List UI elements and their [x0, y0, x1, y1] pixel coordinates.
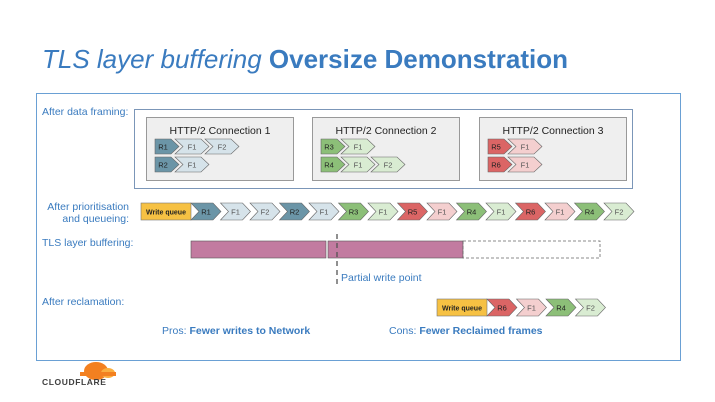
queue-write-queue-label: Write queue	[146, 210, 186, 217]
queue-frame-10-f1-label: F1	[497, 208, 506, 217]
connection-3-frame-f1-1-1-label: F1	[521, 161, 530, 170]
label-tls-buffering: TLS layer buffering:	[42, 237, 134, 249]
connection-1-frame-r2-1-0-label: R2	[158, 161, 168, 170]
connection-3-frame-r5-0-0	[487, 138, 513, 155]
tls-buffer-free-space	[462, 240, 601, 259]
label-after-framing: After data framing:	[42, 106, 129, 118]
cons-text: Cons: Fewer Reclaimed frames	[389, 325, 543, 337]
queue-frame-13-r4	[573, 202, 605, 221]
connection-1-frame-f1-1-1-label: F1	[188, 161, 197, 170]
connection-1-frame-f1-0-1-label: F1	[188, 143, 197, 152]
queue-frame-13-r4-label: R4	[585, 208, 595, 217]
connection-2-frame-r3-0-0	[320, 138, 346, 155]
diagram-frame	[36, 93, 681, 361]
reclaimed-write-queue-box	[436, 298, 488, 317]
reclaimed-frame-2-r4	[545, 298, 577, 317]
connection-title-2: HTTP/2 Connection 2	[335, 125, 437, 137]
connection-title-1: HTTP/2 Connection 1	[169, 125, 271, 137]
queue-frame-12-f1-label: F1	[556, 208, 565, 217]
queue-frame-3-r2-label: R2	[290, 208, 300, 217]
title-italic: TLS layer buffering	[42, 44, 262, 74]
queue-frame-14-f2	[603, 202, 635, 221]
connection-1-frame-f1-0-1	[174, 138, 210, 155]
queue-frame-4-f1-label: F1	[320, 208, 329, 217]
connection-2-frame-f1-0-1-label: F1	[354, 143, 363, 152]
connection-3-frame-f1-0-1-label: F1	[521, 143, 530, 152]
queue-frame-6-f1	[367, 202, 399, 221]
title-bold: Oversize Demonstration	[268, 44, 568, 74]
connection-3-frame-r5-0-0-label: R5	[491, 143, 501, 152]
queue-write-queue-box	[140, 202, 192, 221]
connection-1-frame-f2-0-2-label: F2	[218, 143, 227, 152]
connections-group-box	[134, 109, 633, 189]
connection-3-frame-r6-1-0-label: R6	[491, 161, 501, 170]
queue-frame-2-f2-label: F2	[261, 208, 270, 217]
brand-wordmark: CLOUDFLARE	[42, 377, 107, 387]
connection-title-3: HTTP/2 Connection 3	[502, 125, 604, 137]
queue-frame-1-f1-label: F1	[231, 208, 240, 217]
queue-frame-2-f2	[249, 202, 281, 221]
connection-1-frame-f1-1-1	[174, 156, 210, 173]
cons-value: Fewer Reclaimed frames	[419, 325, 543, 337]
queue-frame-10-f1	[485, 202, 517, 221]
connection-2-frame-r4-1-0-label: R4	[324, 161, 334, 170]
reclaimed-frame-0-r6	[486, 298, 518, 317]
queue-frame-8-f1	[426, 202, 458, 221]
slide-title: TLS layer buffering Oversize Demonstrati…	[42, 44, 568, 75]
queue-frame-5-r3-label: R3	[349, 208, 359, 217]
connection-2-frame-f1-1-1	[340, 156, 376, 173]
connection-2-frame-f2-1-2-label: F2	[384, 161, 393, 170]
queue-frame-11-r6	[514, 202, 546, 221]
queue-frame-6-f1-label: F1	[379, 208, 388, 217]
queue-frame-0-r1-label: R1	[201, 208, 211, 217]
queue-frame-9-r4	[455, 202, 487, 221]
pros-value: Fewer writes to Network	[189, 325, 311, 337]
connection-2-frame-r4-1-0	[320, 156, 346, 173]
queue-frame-9-r4-label: R4	[467, 208, 477, 217]
connection-3-frame-f1-1-1	[507, 156, 543, 173]
reclaimed-frame-2-r4-label: R4	[556, 304, 566, 313]
label-reclamation: After reclamation:	[42, 296, 125, 308]
connection-3-frame-r6-1-0	[487, 156, 513, 173]
connection-3-frame-f1-0-1	[507, 138, 543, 155]
pros-text: Pros: Fewer writes to Network	[162, 325, 310, 337]
connection-2-frame-f2-1-2	[370, 156, 406, 173]
reclaimed-write-queue-label: Write queue	[442, 306, 482, 313]
queue-frame-3-r2	[278, 202, 310, 221]
tls-buffer-segment-2	[327, 240, 464, 259]
queue-frame-8-f1-label: F1	[438, 208, 447, 217]
cons-prefix: Cons:	[389, 325, 420, 337]
connection-2-frame-f1-0-1	[340, 138, 376, 155]
queue-frame-7-r5	[396, 202, 428, 221]
reclaimed-frame-3-f2	[574, 298, 606, 317]
reclaimed-frame-0-r6-label: R6	[497, 304, 507, 313]
reclaimed-frame-1-f1	[515, 298, 547, 317]
partial-write-label: Partial write point	[341, 272, 422, 284]
connection-2-frame-r3-0-0-label: R3	[324, 143, 334, 152]
label-prioritisation-2: and queueing:	[62, 213, 129, 225]
connection-1-frame-r2-1-0	[154, 156, 180, 173]
queue-frame-11-r6-label: R6	[526, 208, 536, 217]
queue-frame-1-f1	[219, 202, 251, 221]
connection-1-frame-r1-0-0-label: R1	[158, 143, 168, 152]
connection-1-frame-r1-0-0	[154, 138, 180, 155]
queue-frame-12-f1	[544, 202, 576, 221]
connection-1-frame-f2-0-2	[204, 138, 240, 155]
label-prioritisation-1: After prioritisation	[47, 201, 129, 213]
cloudflare-logo-icon	[80, 362, 116, 380]
queue-frame-5-r3	[337, 202, 369, 221]
tls-buffer-segment-1	[190, 240, 327, 259]
connection-2-frame-f1-1-1-label: F1	[354, 161, 363, 170]
queue-frame-7-r5-label: R5	[408, 208, 418, 217]
queue-frame-0-r1	[190, 202, 222, 221]
reclaimed-frame-3-f2-label: F2	[586, 304, 595, 313]
pros-prefix: Pros:	[162, 325, 190, 337]
reclaimed-frame-1-f1-label: F1	[527, 304, 536, 313]
queue-frame-14-f2-label: F2	[615, 208, 624, 217]
queue-frame-4-f1	[308, 202, 340, 221]
